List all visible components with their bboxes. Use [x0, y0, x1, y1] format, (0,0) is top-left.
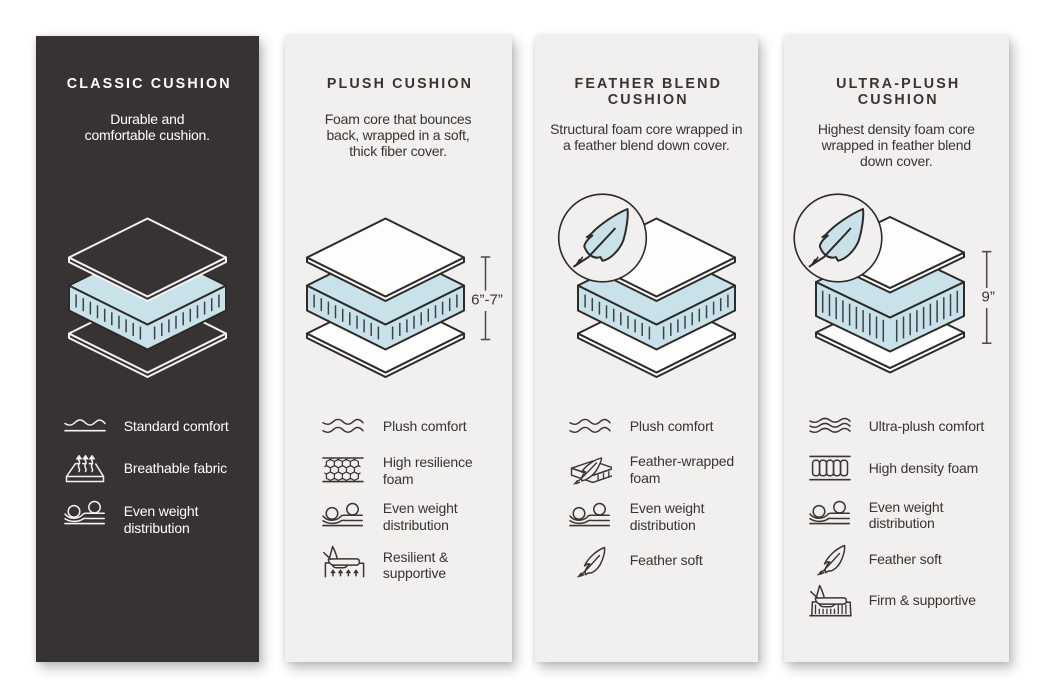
- svg-text:9”: 9”: [982, 289, 995, 306]
- svg-text:6”-7”: 6”-7”: [471, 291, 503, 308]
